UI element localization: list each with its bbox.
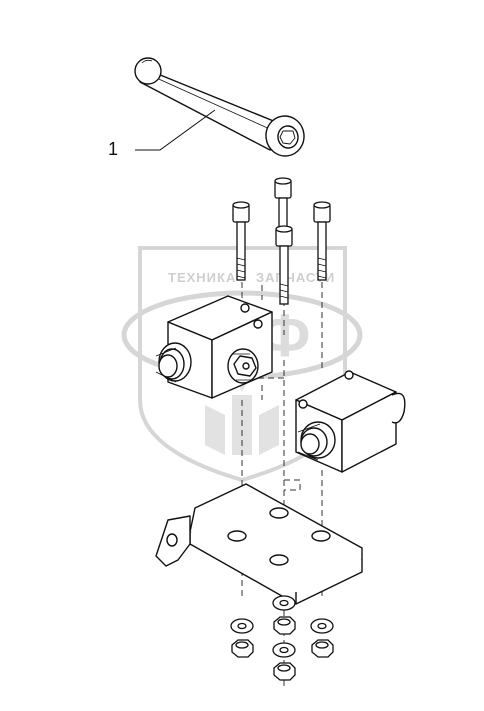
watermark-text-left: ТЕХНИКА: [168, 270, 236, 285]
screw-top: [274, 177, 292, 229]
handle-knob: [134, 57, 162, 85]
screw-left: [232, 201, 250, 281]
fitting-left-left: [155, 342, 192, 383]
washer-middle-top: [272, 595, 296, 611]
bracket-hole-1: [227, 530, 247, 542]
watermark-text-right: ЗАПЧАСТИ: [256, 270, 335, 285]
callout-leader-1: [135, 109, 216, 151]
valve-block-left: [155, 295, 273, 399]
callout-label-1: 1: [108, 139, 119, 159]
fitting-left-front: [227, 348, 259, 384]
mounting-bracket: [155, 483, 363, 605]
nut-middle-bottom: [273, 662, 296, 681]
nut-right: [311, 639, 334, 658]
handle-lever: [134, 57, 305, 157]
fasteners: [230, 595, 334, 681]
washer-left: [230, 618, 254, 634]
screw-middle: [275, 225, 293, 305]
bracket-hole-3: [311, 530, 331, 542]
screws: [232, 177, 331, 305]
bracket-hole-4: [269, 554, 289, 566]
washer-middle-bottom: [272, 642, 296, 658]
washer-right: [310, 618, 334, 634]
handle-shaft: [139, 69, 284, 151]
bracket-hole-2: [269, 507, 289, 519]
screw-right: [313, 201, 331, 281]
fitting-right-front: [297, 421, 336, 461]
nut-left: [231, 639, 254, 658]
nut-middle-top: [273, 616, 296, 635]
valve-block-right: [295, 370, 406, 473]
